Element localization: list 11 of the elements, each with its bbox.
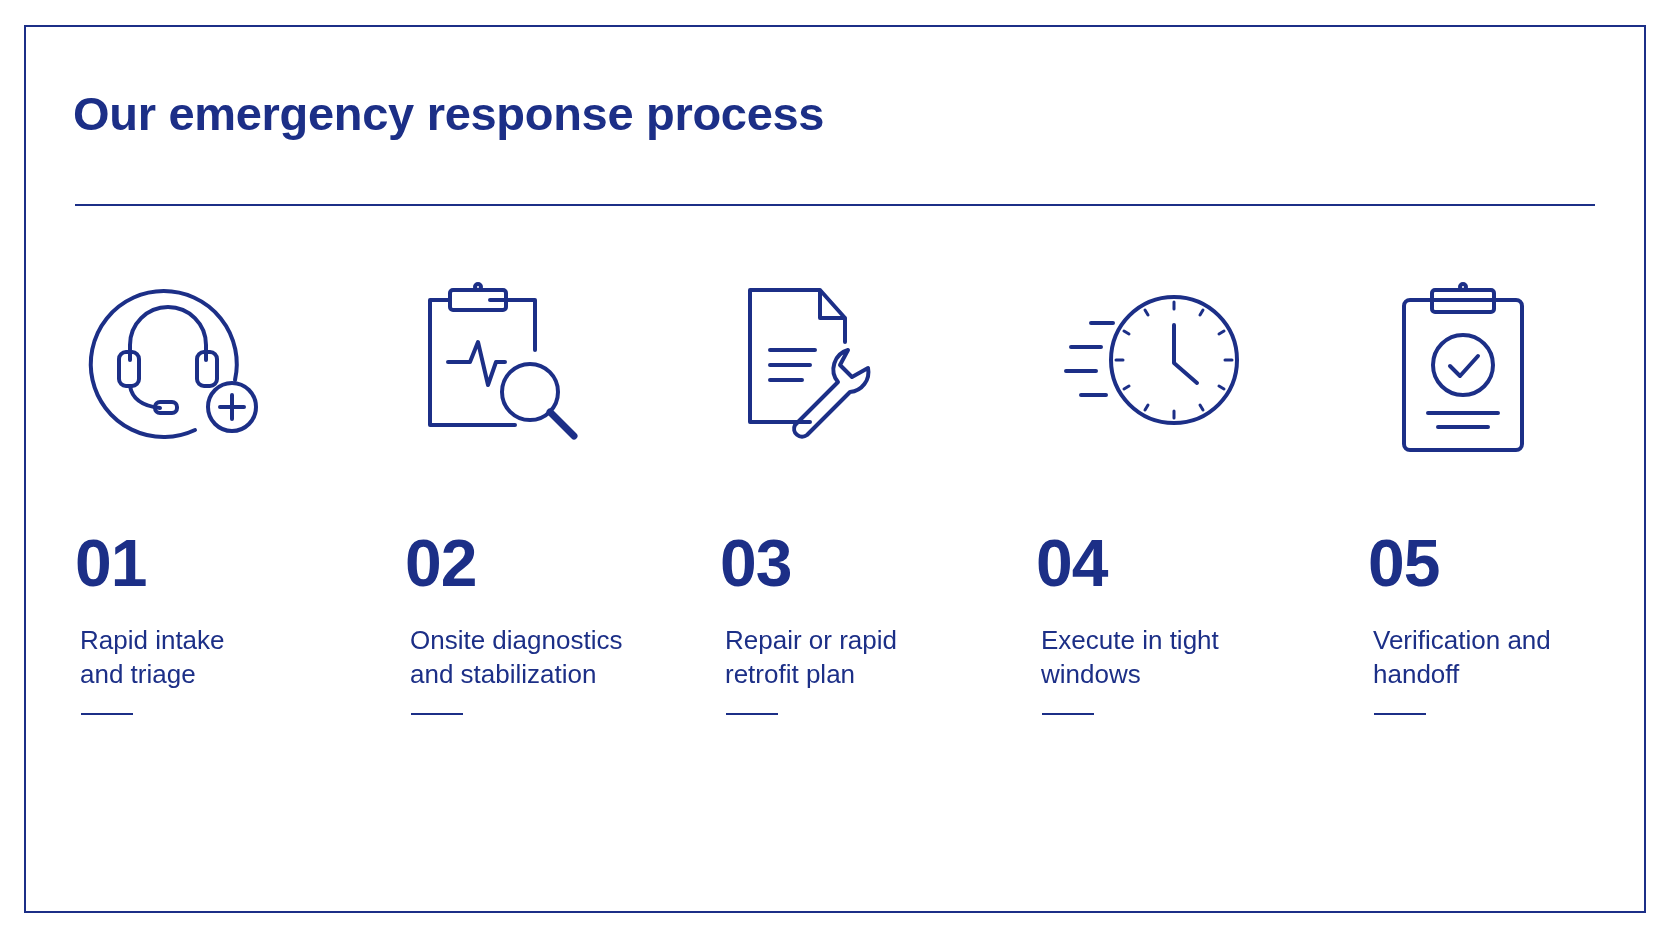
step-description: Verification and handoff [1373, 624, 1552, 691]
step-number: 01 [75, 530, 147, 596]
step-number: 05 [1368, 530, 1440, 596]
title: Our emergency response process [73, 86, 825, 141]
step-description: Rapid intake and triage [80, 624, 226, 691]
step-description: Execute in tight windows [1041, 624, 1220, 691]
step-description: Onsite diagnostics and stabilization [410, 624, 624, 691]
step-number: 04 [1036, 530, 1108, 596]
step-number: 03 [720, 530, 792, 596]
step-description: Repair or rapid retrofit plan [725, 624, 898, 691]
step-number: 02 [405, 530, 477, 596]
